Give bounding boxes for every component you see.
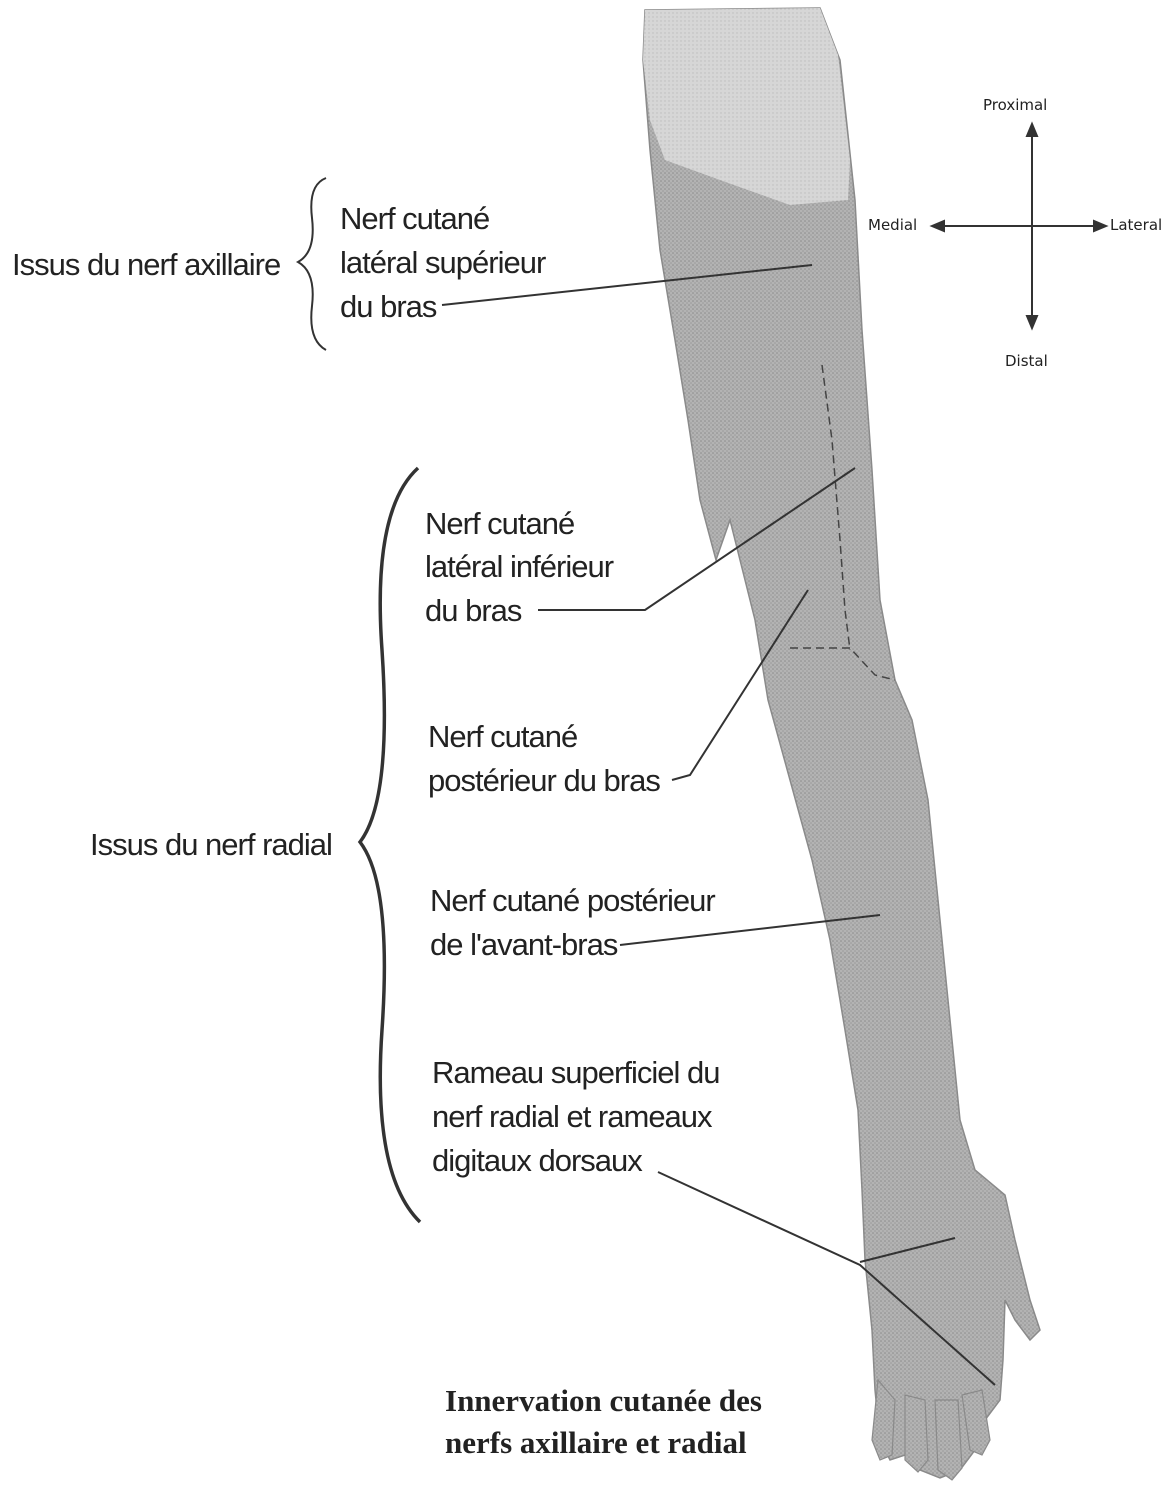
orientation-compass xyxy=(932,124,1106,328)
label-line: Nerf cutané xyxy=(340,200,489,238)
label-line: digitaux dorsaux xyxy=(432,1142,642,1180)
label-line: latéral supérieur xyxy=(340,244,545,282)
label-line: latéral inférieur xyxy=(425,548,613,586)
compass-medial-label: Medial xyxy=(868,216,917,234)
label-line: Nerf cutané postérieur xyxy=(430,882,715,920)
label-line: Nerf cutané xyxy=(425,505,574,543)
compass-proximal-label: Proximal xyxy=(983,96,1047,114)
label-line: du bras xyxy=(340,288,436,326)
radial-brace xyxy=(360,468,420,1222)
caption-line: Innervation cutanée des xyxy=(445,1382,762,1420)
label-line: du bras xyxy=(425,592,521,630)
group-label-axillary: Issus du nerf axillaire xyxy=(12,246,280,284)
compass-distal-label: Distal xyxy=(1005,352,1048,370)
axillary-brace xyxy=(298,178,326,350)
label-line: postérieur du bras xyxy=(428,762,660,800)
caption-line: nerfs axillaire et radial xyxy=(445,1424,747,1462)
label-line: nerf radial et rameaux xyxy=(432,1098,712,1136)
label-line: de l'avant-bras xyxy=(430,926,617,964)
label-line: Rameau superficiel du xyxy=(432,1054,719,1092)
compass-lateral-label: Lateral xyxy=(1110,216,1162,234)
group-label-radial: Issus du nerf radial xyxy=(90,826,332,864)
label-line: Nerf cutané xyxy=(428,718,577,756)
